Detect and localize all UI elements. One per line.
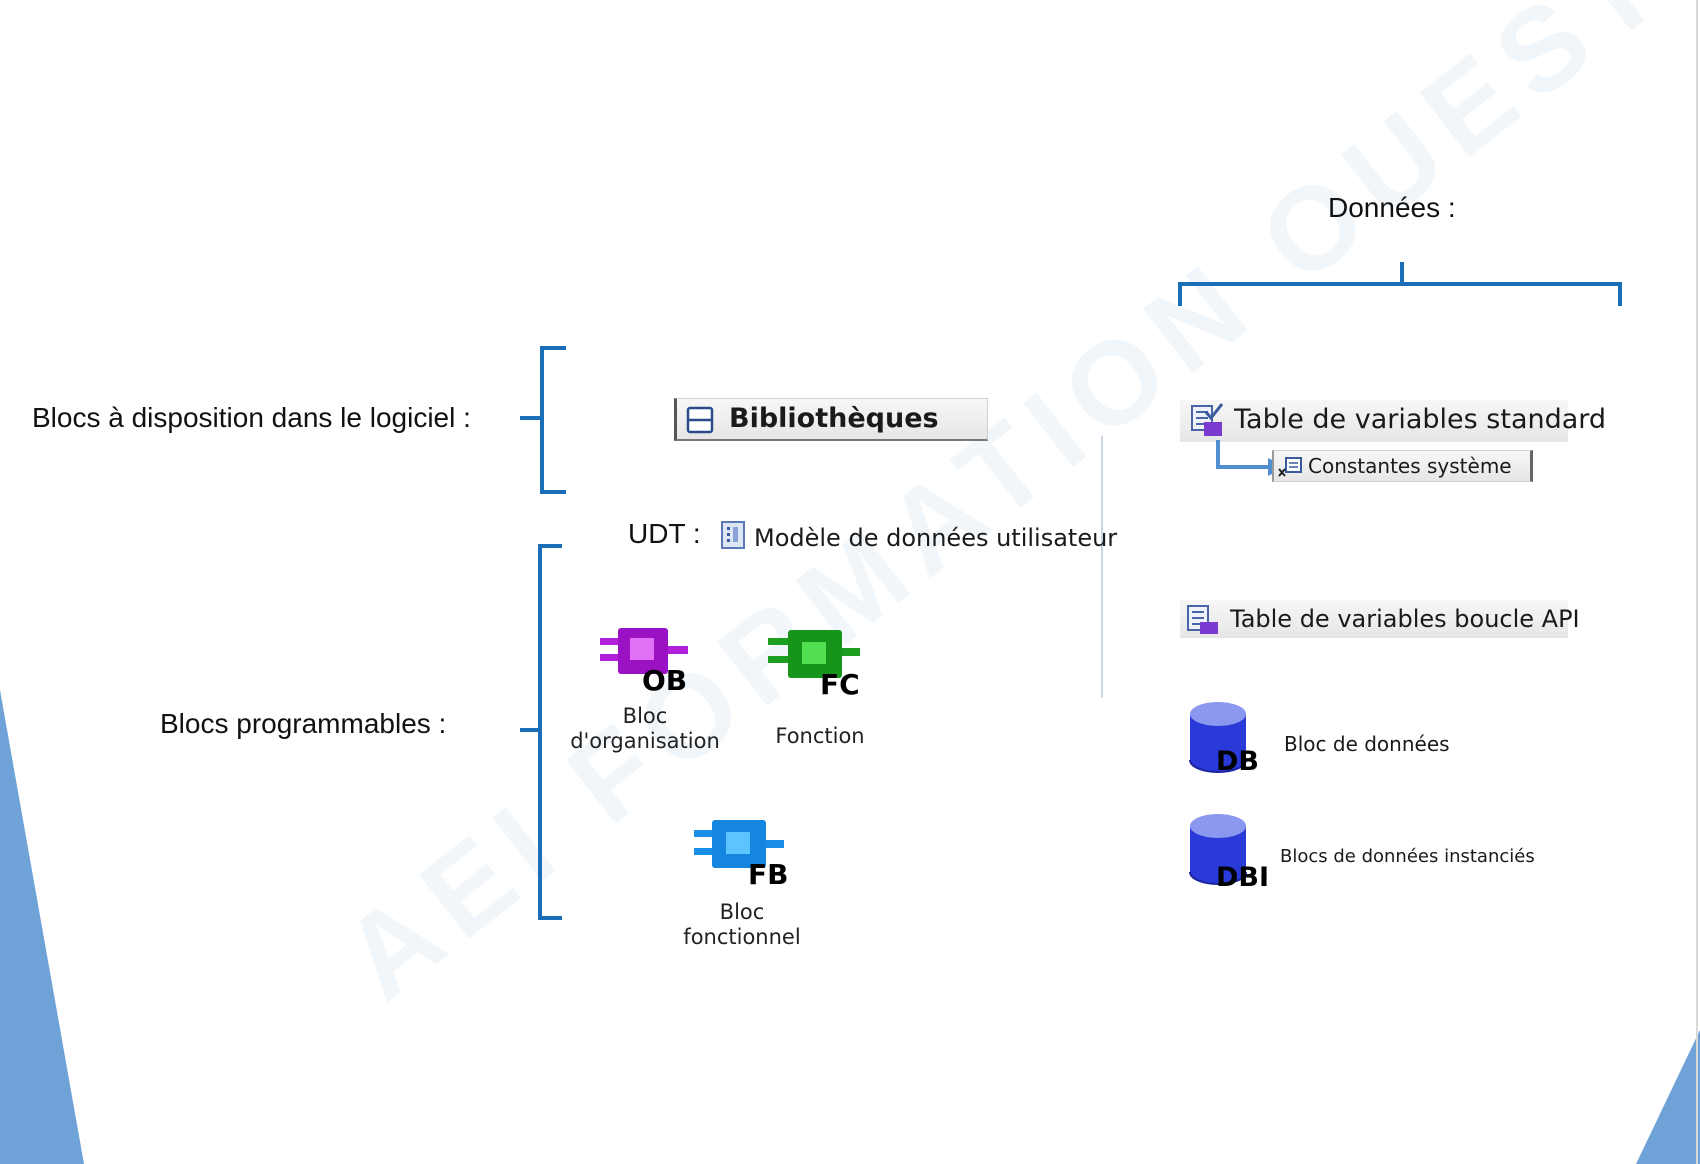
dbi-cylinder-icon [1189, 814, 1247, 885]
library-icon [686, 406, 714, 434]
library-label: Bibliothèques [729, 403, 939, 434]
var-table-loop-label: Table de variables boucle API [1230, 605, 1580, 633]
fc-block-icon [768, 630, 860, 678]
constants-icon [1278, 457, 1302, 477]
ob-block-label-line1: Bloc [622, 704, 668, 728]
ob-block-code: OB [642, 664, 688, 697]
udt-label[interactable]: Modèle de données utilisateur [754, 524, 1118, 552]
fc-block-label[interactable]: Fonction [775, 724, 865, 748]
udt-icon [721, 521, 745, 549]
variable-table-loop-icon [1187, 605, 1218, 634]
udt-heading: UDT : [628, 518, 701, 549]
fc-block-code: FC [820, 668, 860, 701]
var-table-std-label: Table de variables standard [1234, 404, 1607, 435]
var-table-std-item[interactable]: Table de variables standard [1180, 400, 1606, 442]
disposition-brace [520, 346, 566, 494]
donnees-brace [1178, 262, 1622, 306]
fb-block-icon [694, 820, 784, 868]
constants-item[interactable]: Constantes système [1272, 450, 1533, 482]
ob-block-label[interactable]: Bloc d'organisation [560, 704, 730, 754]
ob-block-icon [600, 628, 688, 674]
fb-block-label[interactable]: Bloc fonctionnel [662, 900, 822, 950]
fb-block-label-line1: Bloc [719, 900, 765, 924]
dbi-code: DBI [1216, 862, 1270, 893]
db-code: DB [1216, 746, 1259, 777]
programmables-brace [520, 544, 562, 920]
blocs-programmables-heading: Blocs programmables : [160, 708, 447, 739]
fb-block-label-line2: fonctionnel [683, 925, 801, 949]
variable-table-icon [1191, 403, 1224, 436]
fb-block-code: FB [748, 858, 789, 891]
donnees-heading: Données : [1328, 192, 1456, 223]
dbi-label[interactable]: Blocs de données instanciés [1280, 846, 1535, 867]
library-item[interactable]: Bibliothèques [674, 398, 988, 441]
blocs-disposition-heading: Blocs à disposition dans le logiciel : [32, 402, 471, 433]
db-cylinder-icon [1189, 702, 1247, 773]
ob-block-label-line2: d'organisation [570, 729, 720, 753]
db-label[interactable]: Bloc de données [1284, 732, 1450, 756]
var-table-loop-item[interactable]: Table de variables boucle API [1180, 600, 1580, 638]
constants-label: Constantes système [1308, 454, 1512, 478]
